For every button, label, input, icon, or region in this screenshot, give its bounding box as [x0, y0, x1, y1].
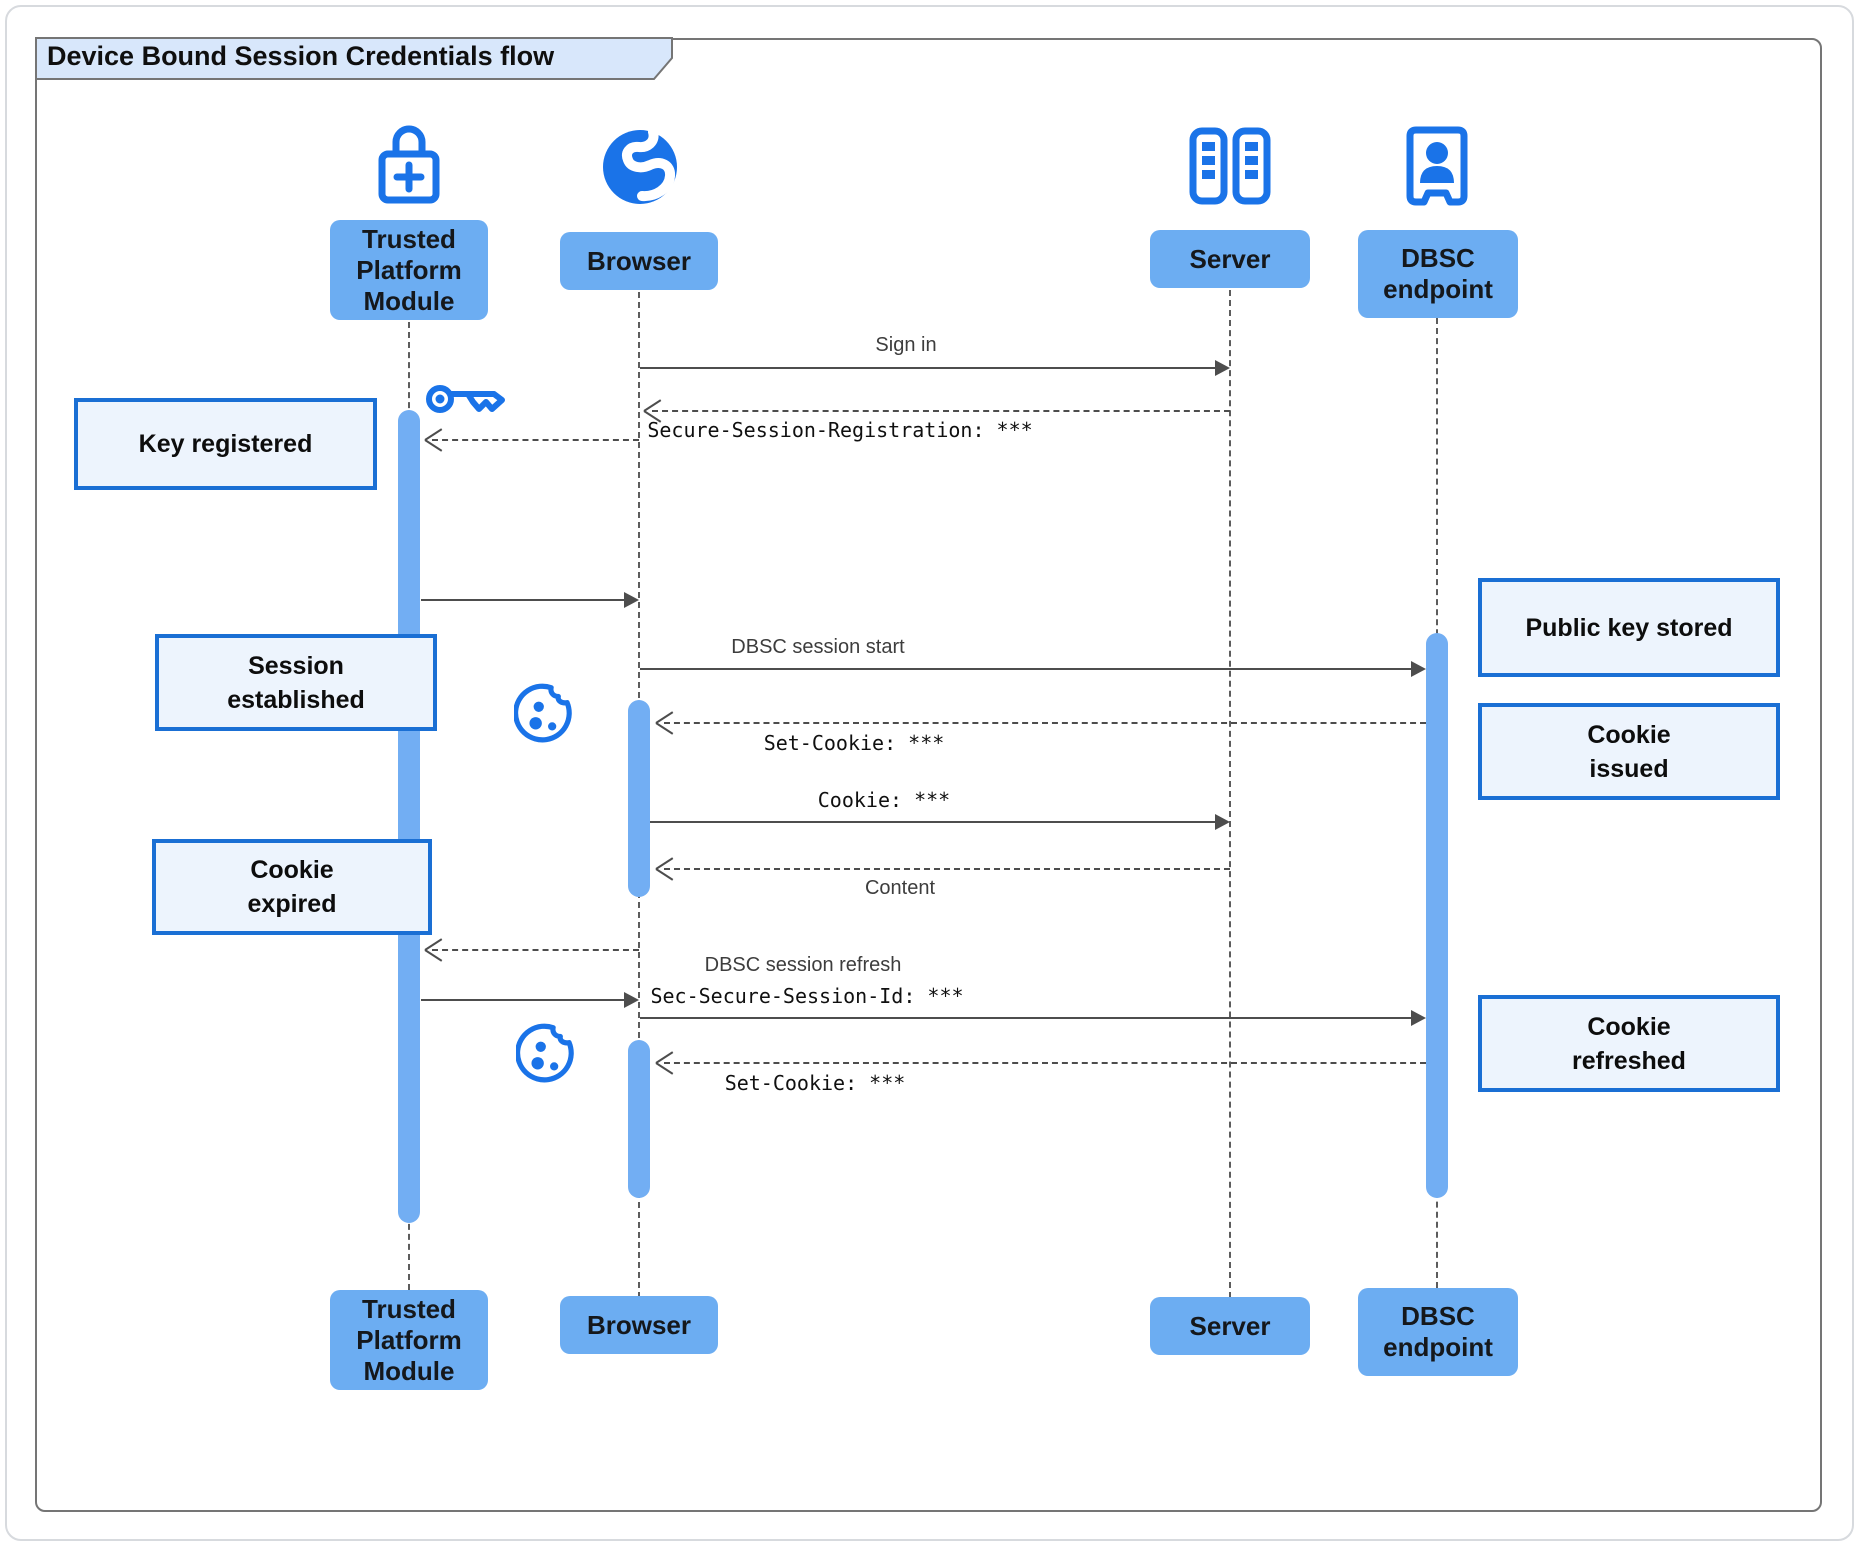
- arrowhead-open-left: [656, 712, 675, 734]
- note-cookie-refreshed: Cookie refreshed: [1478, 995, 1780, 1092]
- actor-browser-bottom: Browser: [560, 1296, 718, 1354]
- lifeline-server: [1229, 290, 1231, 1298]
- arrowhead-open-left: [425, 429, 444, 451]
- title-tab: [35, 37, 673, 80]
- arrow-browser-to-tpm: [432, 439, 639, 441]
- cookie-icon: [514, 681, 580, 747]
- lock-icon: [377, 122, 441, 206]
- arrow-set-cookie-2: [664, 1062, 1426, 1064]
- cookie-icon: [516, 1021, 582, 1087]
- activation-tpm: [398, 410, 420, 1223]
- activation-browser-1: [628, 700, 650, 897]
- actor-browser-top: Browser: [560, 232, 718, 290]
- note-cookie-expired: Cookie expired: [152, 839, 432, 935]
- arrow-sign-in: [640, 367, 1216, 369]
- message-label-secure-session-registration: Secure-Session-Registration: ***: [647, 418, 1033, 442]
- arrow-content: [664, 868, 1230, 870]
- diagram-title: Device Bound Session Credentials flow: [47, 41, 555, 71]
- key-icon: [424, 377, 506, 421]
- globe-icon: [601, 128, 679, 206]
- message-label-set-cookie-2: Set-Cookie: ***: [724, 1071, 906, 1095]
- arrowhead-open-left: [656, 858, 675, 880]
- arrow-set-cookie-1: [664, 722, 1426, 724]
- arrowhead-right: [1215, 814, 1230, 830]
- arrow-dbsc-session-start: [640, 668, 1412, 670]
- arrow-tpm-to-browser-2: [421, 999, 625, 1001]
- arrowhead-open-left: [425, 939, 444, 961]
- arrow-tpm-to-browser: [421, 599, 625, 601]
- actor-dbsc-top: DBSC endpoint: [1358, 230, 1518, 318]
- server-icon: [1188, 127, 1272, 205]
- actor-server-top: Server: [1150, 230, 1310, 288]
- note-key-registered: Key registered: [74, 398, 377, 490]
- message-label-content: Content: [864, 877, 936, 899]
- actor-tpm-top: Trusted Platform Module: [330, 220, 488, 320]
- message-label-set-cookie-1: Set-Cookie: ***: [763, 731, 945, 755]
- actor-server-bottom: Server: [1150, 1297, 1310, 1355]
- message-label-sec-secure-session-id: Sec-Secure-Session-Id: ***: [650, 984, 964, 1008]
- actor-dbsc-bottom: DBSC endpoint: [1358, 1288, 1518, 1376]
- note-session-established: Session established: [155, 634, 437, 731]
- message-label-dbsc-session-refresh: DBSC session refresh: [704, 954, 902, 976]
- message-label-dbsc-session-start: DBSC session start: [731, 636, 905, 658]
- actor-tpm-bottom: Trusted Platform Module: [330, 1290, 488, 1390]
- arrowhead-right: [624, 592, 639, 608]
- arrowhead-right: [624, 992, 639, 1008]
- person-badge-icon: [1405, 125, 1469, 207]
- arrow-secure-session-registration: [652, 410, 1230, 412]
- note-cookie-issued: Cookie issued: [1478, 703, 1780, 800]
- screenshot-border: [5, 5, 1854, 1541]
- arrow-dbsc-session-refresh: [640, 1017, 1412, 1019]
- arrow-cookie: [650, 821, 1216, 823]
- arrowhead-right: [1411, 661, 1426, 677]
- arrow-browser-to-tpm-2: [432, 949, 639, 951]
- diagram-frame: [35, 38, 1822, 1512]
- note-public-key-stored: Public key stored: [1478, 578, 1780, 677]
- arrowhead-right: [1411, 1010, 1426, 1026]
- arrowhead-right: [1215, 360, 1230, 376]
- activation-dbsc: [1426, 633, 1448, 1198]
- message-label-cookie: Cookie: ***: [817, 788, 951, 812]
- message-label-sign-in: Sign in: [875, 334, 937, 356]
- activation-browser-2: [628, 1040, 650, 1198]
